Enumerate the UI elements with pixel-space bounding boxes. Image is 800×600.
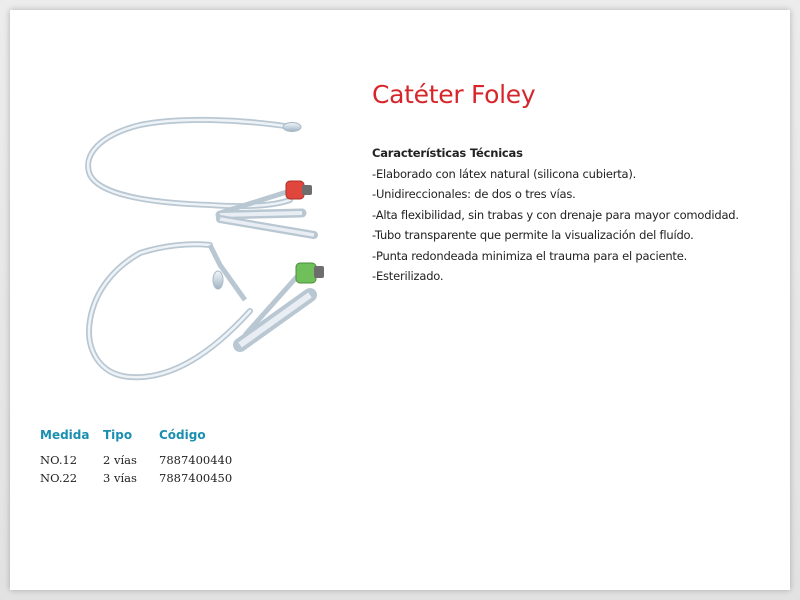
spec-item: -Alta flexibilidad, sin trabas y con dre…	[372, 207, 739, 222]
cell-tipo: 2 vías	[103, 453, 137, 467]
spec-item: -Tubo transparente que permite la visual…	[372, 228, 694, 242]
cell-codigo: 7887400450	[159, 471, 233, 485]
technical-specs: Características Técnicas -Elaborado con …	[372, 143, 739, 287]
red-valve-connector	[285, 180, 305, 200]
header-tipo: Tipo	[103, 428, 133, 442]
specs-list: -Elaborado con látex natural (silicona c…	[372, 164, 739, 287]
table-row: NO.22 3 vías 7887400450	[40, 471, 259, 489]
table-row: NO.12 2 vías 7887400440	[40, 453, 259, 471]
cell-codigo: 7887400440	[159, 453, 233, 467]
header-medida: Medida	[40, 428, 90, 442]
specs-heading: Características Técnicas	[372, 146, 523, 160]
upper-catheter	[85, 116, 318, 239]
lower-catheter	[86, 241, 324, 381]
cell-tipo: 3 vías	[103, 471, 137, 485]
green-valve-connector	[295, 262, 317, 284]
foley-catheter-illustration	[85, 116, 324, 381]
cell-medida: NO.12	[40, 453, 78, 467]
product-title: Catéter Foley	[372, 80, 536, 109]
product-card: Catéter Foley Características Técnicas -…	[10, 10, 790, 590]
cell-medida: NO.22	[40, 471, 78, 485]
spec-item: -Elaborado con látex natural (silicona c…	[372, 166, 637, 181]
spec-item: -Punta redondeada minimiza el trauma par…	[372, 248, 688, 263]
spec-item: -Esterilizado.	[372, 269, 444, 283]
table-header-row: Medida Tipo Código	[40, 428, 259, 453]
header-codigo: Código	[159, 428, 206, 442]
sizes-table: Medida Tipo Código NO.12 2 vías 78874004…	[40, 428, 259, 489]
spec-item: -Unidireccionales: de dos o tres vías.	[372, 187, 576, 201]
